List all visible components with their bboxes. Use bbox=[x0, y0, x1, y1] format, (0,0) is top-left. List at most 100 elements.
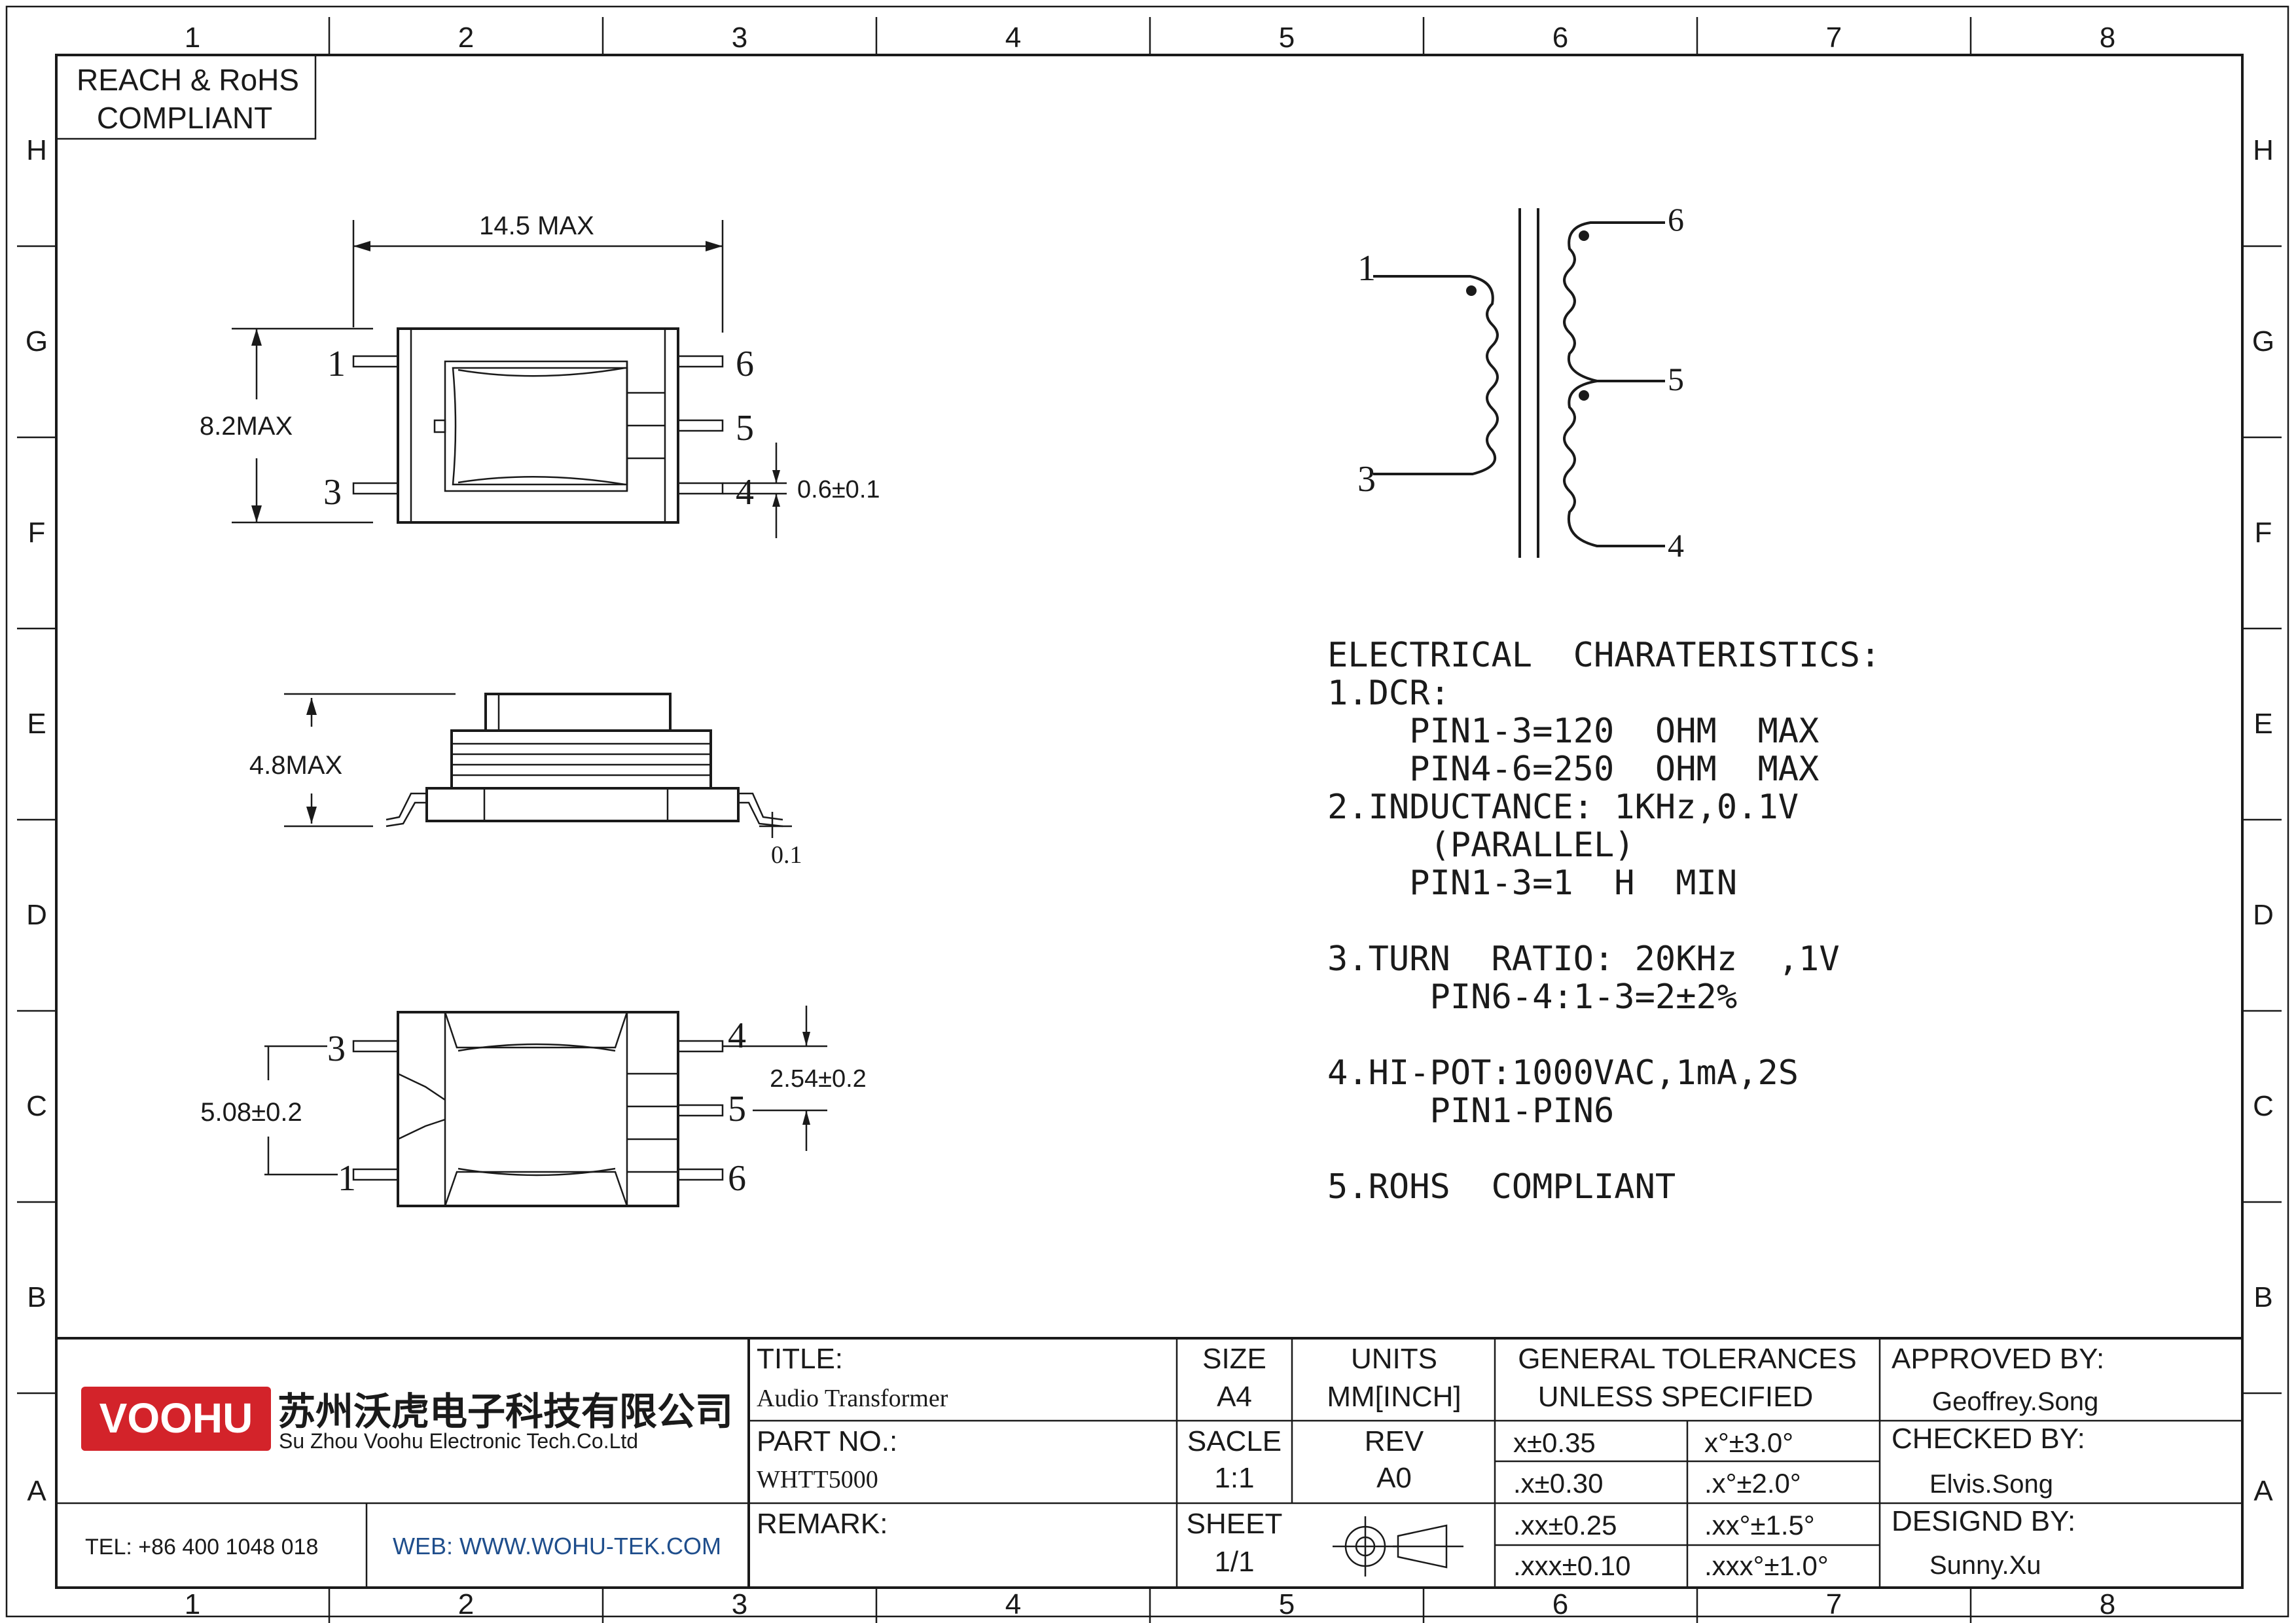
row-label: D bbox=[26, 899, 47, 931]
checked-value: Elvis.Song bbox=[1929, 1470, 2053, 1499]
size-value: A4 bbox=[1217, 1381, 1252, 1413]
electrical-characteristics: ELECTRICAL CHARATERISTICS: 1.DCR: PIN1-3… bbox=[1327, 636, 1880, 1207]
row-label: F bbox=[28, 517, 46, 549]
col-label: 4 bbox=[1005, 1588, 1021, 1620]
elec-line: PIN4-6=250 OHM MAX bbox=[1327, 750, 1819, 789]
row-label: G bbox=[26, 325, 48, 357]
row-label: H bbox=[2253, 134, 2274, 166]
row-label: B bbox=[27, 1281, 46, 1313]
company-web: WEB: WWW.WOHU-TEK.COM bbox=[393, 1533, 721, 1559]
units-label: UNITS bbox=[1351, 1343, 1437, 1375]
row-label: C bbox=[2253, 1090, 2274, 1122]
approved-label: APPROVED BY: bbox=[1892, 1343, 2104, 1375]
col-label: 6 bbox=[1552, 22, 1568, 54]
tolerance-angular: .x°±2.0° bbox=[1704, 1468, 1801, 1499]
bottom-pin-6: 6 bbox=[728, 1158, 746, 1199]
top-pin-6: 6 bbox=[736, 344, 754, 384]
elec-line: (PARALLEL) bbox=[1327, 826, 1635, 865]
row-label: F bbox=[2255, 517, 2272, 549]
outer-border bbox=[5, 5, 2289, 1618]
col-label: 6 bbox=[1552, 1588, 1568, 1620]
elec-line: PIN6-4:1-3=2±2% bbox=[1327, 977, 1737, 1017]
sheet-value: 1/1 bbox=[1214, 1546, 1254, 1578]
top-pin-5: 5 bbox=[736, 408, 754, 448]
transformer-schematic: 1 3 6 5 4 bbox=[1357, 201, 1684, 564]
compliance-box: REACH & RoHS COMPLIANT bbox=[55, 54, 317, 140]
elec-heading: ELECTRICAL CHARATERISTICS: bbox=[1327, 636, 1880, 675]
row-label: A bbox=[27, 1475, 46, 1507]
company-name-en: Su Zhou Voohu Electronic Tech.Co.Ltd bbox=[279, 1429, 638, 1453]
compliance-line-2: COMPLIANT bbox=[97, 101, 272, 135]
part-value: WHTT5000 bbox=[757, 1466, 878, 1493]
rev-value: A0 bbox=[1376, 1462, 1412, 1494]
bottom-view: 3 1 4 5 6 5.08±0.2 2.54±0.2 bbox=[200, 1006, 867, 1207]
col-label: 1 bbox=[185, 22, 200, 54]
elec-line: 3.TURN RATIO: 20KHz ,1V bbox=[1327, 939, 1840, 979]
bottom-pitch-left-dim: 5.08±0.2 bbox=[200, 1098, 302, 1127]
elec-line: PIN1-PIN6 bbox=[1327, 1091, 1614, 1131]
size-label: SIZE bbox=[1202, 1343, 1266, 1375]
tolerance-linear: .xx±0.25 bbox=[1513, 1510, 1617, 1541]
sch-pin-1: 1 bbox=[1357, 248, 1376, 289]
company-tel: TEL: +86 400 1048 018 bbox=[85, 1535, 318, 1559]
top-pin-1: 1 bbox=[327, 344, 346, 384]
row-label: E bbox=[27, 708, 46, 740]
scale-label: SACLE bbox=[1187, 1425, 1282, 1457]
elec-line: 4.HI-POT:1000VAC,1mA,2S bbox=[1327, 1053, 1799, 1093]
top-width-dim: 14.5 MAX bbox=[479, 211, 594, 240]
sch-pin-6: 6 bbox=[1668, 201, 1684, 238]
elec-line: PIN1-3=120 OHM MAX bbox=[1327, 712, 1819, 751]
tolerance-angular: .xx°±1.5° bbox=[1704, 1510, 1815, 1541]
approved-value: Geoffrey.Song bbox=[1932, 1387, 2098, 1416]
top-pin-3: 3 bbox=[323, 472, 342, 513]
sch-pin-4: 4 bbox=[1668, 527, 1684, 564]
title-block: VOOHU 苏州沃虎电子科技有限公司 Su Zhou Voohu Electro… bbox=[56, 1337, 2242, 1588]
part-label: PART NO.: bbox=[757, 1425, 897, 1457]
col-label: 8 bbox=[2100, 22, 2115, 54]
tolerance-title-1: GENERAL TOLERANCES bbox=[1518, 1343, 1857, 1375]
compliance-line-1: REACH & RoHS bbox=[77, 63, 299, 97]
bottom-pin-1: 1 bbox=[338, 1158, 356, 1199]
company-name-cn: 苏州沃虎电子科技有限公司 bbox=[278, 1391, 733, 1433]
col-label: 2 bbox=[458, 22, 474, 54]
scale-value: 1:1 bbox=[1214, 1462, 1254, 1494]
col-label: 2 bbox=[458, 1588, 474, 1620]
elec-line: 5.ROHS COMPLIANT bbox=[1327, 1167, 1676, 1207]
bottom-pin-3: 3 bbox=[327, 1029, 346, 1069]
row-label: H bbox=[26, 134, 47, 166]
top-pin-4: 4 bbox=[736, 472, 754, 513]
row-label: G bbox=[2252, 325, 2274, 357]
row-label: C bbox=[26, 1090, 47, 1122]
designed-label: DESIGND BY: bbox=[1892, 1505, 2075, 1537]
projection-symbol-icon bbox=[1333, 1516, 1463, 1577]
zone-ticks bbox=[17, 17, 2282, 1623]
col-label: 5 bbox=[1279, 1588, 1295, 1620]
designed-value: Sunny.Xu bbox=[1929, 1551, 2041, 1580]
col-label: 5 bbox=[1279, 22, 1295, 54]
tolerance-title-2: UNLESS SPECIFIED bbox=[1538, 1381, 1814, 1413]
title-label: TITLE: bbox=[757, 1343, 843, 1375]
elec-line: PIN1-3=1 H MIN bbox=[1327, 864, 1737, 903]
col-label: 4 bbox=[1005, 22, 1021, 54]
checked-label: CHECKED BY: bbox=[1892, 1423, 2085, 1455]
tolerance-linear: .xxx±0.10 bbox=[1513, 1550, 1630, 1581]
col-label: 8 bbox=[2100, 1588, 2115, 1620]
sheet-label: SHEET bbox=[1187, 1508, 1283, 1540]
bottom-pitch-right-dim: 2.54±0.2 bbox=[770, 1065, 867, 1093]
rev-label: REV bbox=[1365, 1425, 1424, 1457]
row-labels-right: H G F E D C B A bbox=[2252, 134, 2274, 1507]
tolerance-angular: x°±3.0° bbox=[1704, 1427, 1793, 1458]
top-view: 1 3 6 5 4 14.5 MAX 8.2MAX 0.6±0.1 bbox=[200, 211, 880, 538]
bottom-pin-5: 5 bbox=[728, 1089, 746, 1129]
title-value: Audio Transformer bbox=[757, 1385, 948, 1412]
row-label: E bbox=[2253, 708, 2272, 740]
logo-text: VOOHU bbox=[99, 1395, 253, 1442]
elec-line: 2.INDUCTANCE: 1KHz,0.1V bbox=[1327, 788, 1799, 827]
sch-pin-3: 3 bbox=[1357, 459, 1376, 500]
top-pin-thk-dim: 0.6±0.1 bbox=[797, 476, 880, 503]
col-label: 7 bbox=[1826, 1588, 1842, 1620]
col-label: 3 bbox=[732, 22, 747, 54]
tolerance-angular: .xxx°±1.0° bbox=[1704, 1550, 1829, 1581]
units-value: MM[INCH] bbox=[1327, 1381, 1461, 1413]
row-labels-left: H G F E D C B A bbox=[26, 134, 48, 1507]
